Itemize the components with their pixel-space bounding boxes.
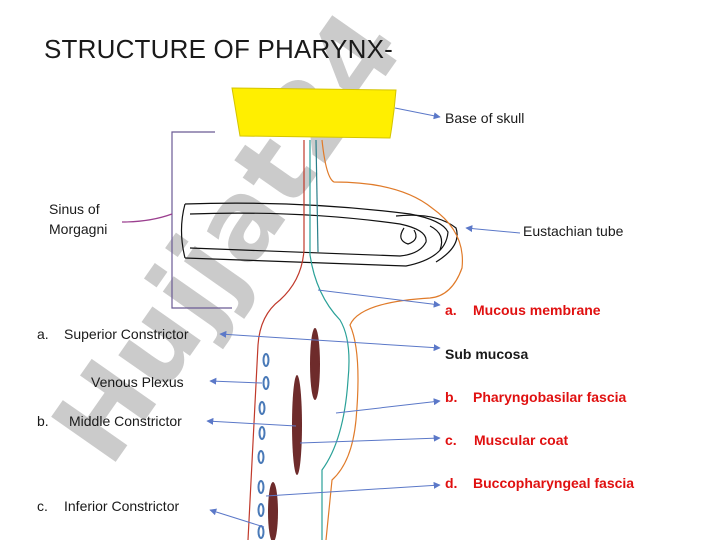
sinus-bracket [171,131,232,309]
leader-lines [206,107,521,528]
constrictor-text: Middle Constrictor [69,413,182,429]
constrictor-marker: b. [37,413,49,429]
label-eustachian-tube: Eustachian tube [523,223,624,239]
layer-text: Pharyngobasilar fascia [473,389,627,405]
label-venous-plexus: Venous Plexus [91,374,184,390]
label-pharyngobasilar-fascia: b. Pharyngobasilar fascia [445,389,626,405]
layer-marker: d. [445,475,458,491]
constrictor-text: Inferior Constrictor [64,498,180,514]
base-of-skull-block [231,87,397,139]
venous-plexus [257,353,270,539]
label-sub-mucosa: Sub mucosa [445,346,528,362]
layer-marker: c. [445,432,457,448]
layer-teal-2 [315,139,319,253]
label-muscular-coat: c. Muscular coat [445,432,568,448]
constrictor-marker: a. [37,326,49,342]
label-sinus-line2: Morgagni [49,221,108,237]
label-sinus-line1: Sinus of [49,201,100,217]
layer-orange [321,139,464,540]
layer-text: Muscular coat [474,432,569,448]
layer-text: Mucous membrane [473,302,601,318]
label-middle-constrictor: b. Middle Constrictor [37,413,182,429]
label-mucous-membrane: a. Mucous membrane [445,302,601,318]
layer-marker: b. [445,389,458,405]
label-buccopharyngeal-fascia: d. Buccopharyngeal fascia [445,475,634,491]
sinus-leader [121,213,173,223]
constrictor-muscles [268,328,320,540]
constrictor-marker: c. [37,498,48,514]
label-superior-constrictor: a. Superior Constrictor [37,326,189,342]
label-inferior-constrictor: c. Inferior Constrictor [37,498,179,514]
label-base-of-skull: Base of skull [445,110,525,126]
constrictor-text: Superior Constrictor [64,326,189,342]
layer-text: Sub mucosa [445,346,529,362]
layer-text: Buccopharyngeal fascia [473,475,635,491]
slide-title: STRUCTURE OF PHARYNX- [44,34,393,64]
layer-marker: a. [445,302,457,318]
